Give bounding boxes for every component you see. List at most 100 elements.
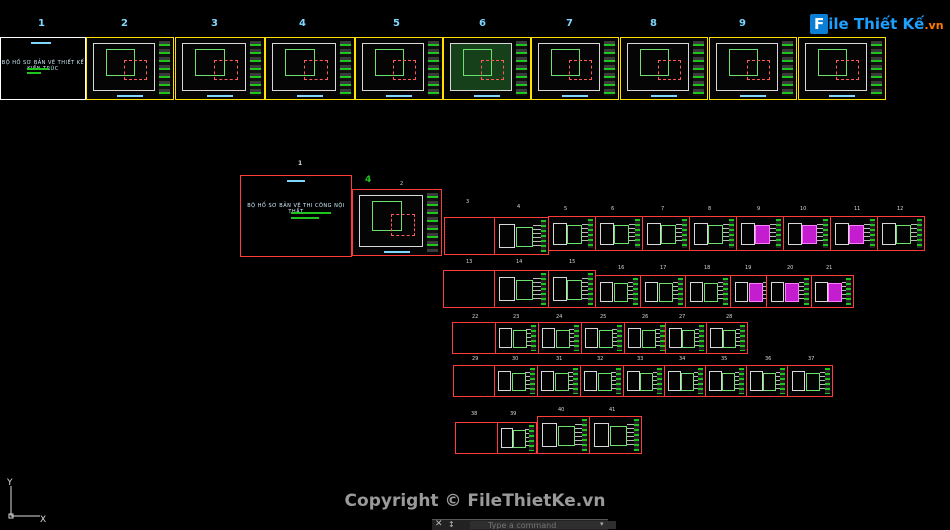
sheet-number: 6 — [611, 206, 615, 212]
detail-sheet[interactable] — [811, 275, 854, 308]
sheet-number: 36 — [765, 356, 772, 362]
sheet-number: 1 — [298, 160, 303, 167]
detail-sheet[interactable] — [494, 217, 549, 255]
drawing-sheet[interactable] — [175, 37, 265, 100]
sheet-number: 21 — [826, 265, 833, 271]
detail-sheet[interactable] — [783, 216, 831, 251]
detail-sheet[interactable] — [497, 422, 537, 454]
detail-sheet[interactable] — [766, 275, 812, 308]
sheet-number: 9 — [757, 206, 761, 212]
floor-plan — [538, 43, 600, 91]
sheet-number: 37 — [808, 356, 815, 362]
scale-bar — [206, 95, 234, 97]
detail-sheet[interactable] — [787, 365, 833, 397]
scale-bar — [474, 95, 500, 97]
floor-plan — [272, 43, 336, 91]
detail-sheet[interactable] — [580, 365, 624, 397]
sheet-number: 13 — [466, 259, 473, 265]
sheet-number: 30 — [512, 356, 519, 362]
title-block — [427, 193, 438, 252]
detail-sheet[interactable] — [640, 275, 686, 308]
detail-sheet[interactable] — [623, 365, 665, 397]
detail-sheet[interactable] — [665, 322, 707, 354]
sheet-number: 40 — [558, 407, 565, 413]
detail-sheet[interactable] — [705, 365, 747, 397]
command-input[interactable] — [470, 521, 616, 529]
detail-sheet[interactable] — [589, 416, 642, 454]
detail-sheet[interactable] — [494, 270, 549, 308]
title-block — [340, 41, 351, 96]
sheet-number: 22 — [472, 314, 479, 320]
detail-sheet[interactable] — [685, 275, 731, 308]
blank-sheet[interactable] — [452, 322, 496, 354]
drawing-sheet[interactable] — [798, 37, 886, 100]
cover-bar — [291, 217, 319, 219]
scale-bar — [651, 95, 677, 97]
interior-drawing-sheet[interactable] — [352, 189, 442, 256]
detail-sheet[interactable] — [595, 216, 643, 251]
drawing-sheet[interactable] — [709, 37, 797, 100]
detail-sheet[interactable] — [537, 365, 581, 397]
sheet-number: 2 — [400, 181, 404, 187]
cover-logo — [31, 42, 51, 44]
sheet-number: 20 — [787, 265, 794, 271]
floor-plan — [627, 43, 689, 91]
drawing-sheet[interactable] — [355, 37, 443, 100]
floor-plan — [805, 43, 867, 91]
blank-sheet[interactable] — [444, 217, 496, 255]
sheet-number: 33 — [637, 356, 644, 362]
sheet-number: 3 — [211, 18, 218, 29]
sheet-number: 31 — [556, 356, 563, 362]
detail-sheet[interactable] — [746, 365, 788, 397]
ucs-axes-icon: Y X — [6, 478, 46, 522]
detail-sheet[interactable] — [494, 365, 538, 397]
detail-sheet[interactable] — [689, 216, 737, 251]
detail-sheet[interactable] — [495, 322, 539, 354]
sheet-number: 27 — [679, 314, 686, 320]
cover-sheet[interactable]: BỘ HỒ SƠ BẢN VẼ THIẾT KẾ KIẾN TRÚC — [0, 37, 86, 100]
detail-sheet[interactable] — [706, 322, 748, 354]
drawing-sheet[interactable] — [531, 37, 619, 100]
drawing-sheet[interactable] — [620, 37, 708, 100]
detail-sheet[interactable] — [664, 365, 706, 397]
sheet-number: 4 — [299, 18, 306, 29]
detail-sheet[interactable] — [538, 322, 582, 354]
detail-sheet[interactable] — [877, 216, 925, 251]
blank-sheet[interactable] — [443, 270, 495, 308]
detail-sheet[interactable] — [642, 216, 690, 251]
sheet-number: 12 — [897, 206, 904, 212]
scale-bar — [740, 95, 766, 97]
sheet-number: 5 — [564, 206, 568, 212]
command-history-icon[interactable]: ↕ — [448, 520, 455, 529]
sheet-number: 8 — [708, 206, 712, 212]
sheet-number: 18 — [704, 265, 711, 271]
detail-sheet[interactable] — [548, 270, 596, 308]
cover-logo — [287, 180, 305, 182]
cover-bar — [291, 212, 331, 214]
detail-sheet[interactable] — [830, 216, 878, 251]
chevron-down-icon[interactable]: ▾ — [600, 520, 604, 528]
drawing-sheet[interactable] — [443, 37, 531, 100]
sheet-number: 1 — [38, 18, 45, 29]
sheet-number: 19 — [745, 265, 752, 271]
detail-sheet[interactable] — [581, 322, 625, 354]
detail-sheet[interactable] — [595, 275, 641, 308]
interior-cover-sheet[interactable]: BỘ HỒ SƠ BẢN VẼ THI CÔNG NỘI THẤT — [240, 175, 352, 257]
logo-text: ile Thiết Kế — [828, 15, 925, 33]
drawing-sheet[interactable] — [265, 37, 355, 100]
detail-sheet[interactable] — [736, 216, 784, 251]
scale-bar — [296, 95, 324, 97]
floor-plan — [93, 43, 155, 91]
detail-sheet[interactable] — [548, 216, 596, 251]
detail-sheet[interactable] — [624, 322, 668, 354]
copyright-watermark: Copyright © FileThietKe.vn — [344, 491, 606, 511]
drawing-sheet[interactable] — [86, 37, 174, 100]
title-block — [782, 41, 793, 96]
blank-sheet[interactable] — [455, 422, 499, 454]
sheet-number: 8 — [650, 18, 657, 29]
floor-plan — [450, 43, 512, 91]
close-icon[interactable]: ✕ — [435, 519, 443, 529]
scale-bar — [383, 251, 411, 253]
detail-sheet[interactable] — [537, 416, 590, 454]
blank-sheet[interactable] — [453, 365, 495, 397]
